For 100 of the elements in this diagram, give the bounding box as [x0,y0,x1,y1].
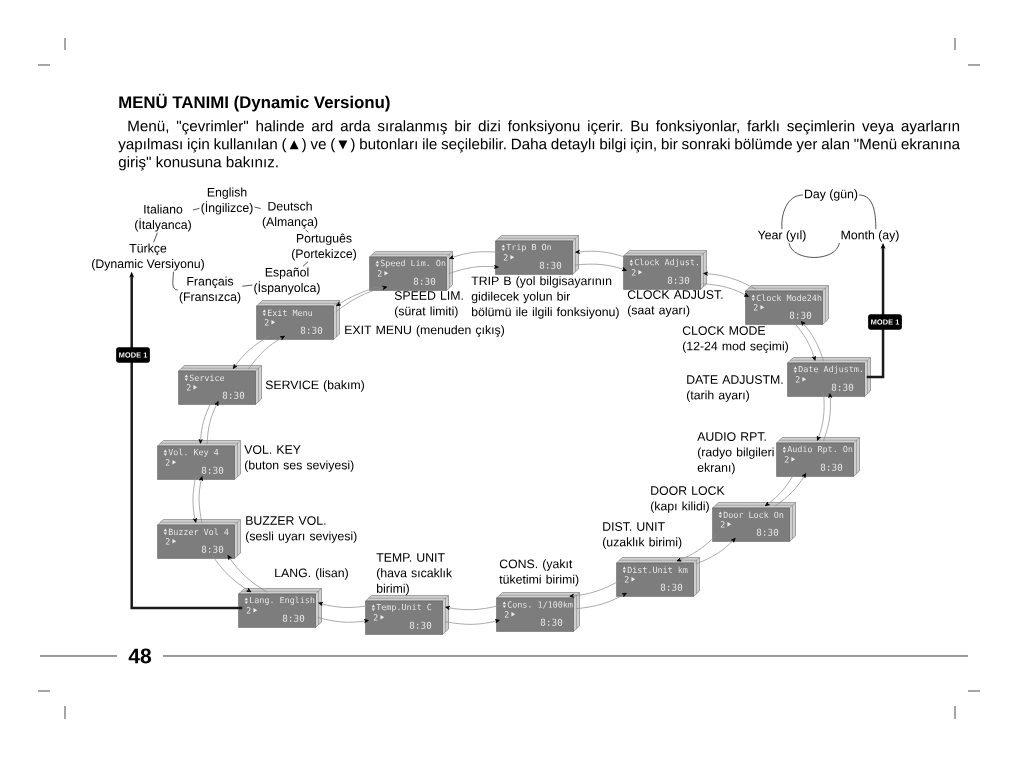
node-label: Audio Rpt. On [787,445,853,454]
language-label: Türkçe (Dynamic Versiyonu) [92,243,204,271]
node-label: 8:30 [222,391,245,399]
node-label: Cons. 1/100km [507,601,573,609]
lcd-display: Clock Adjust. 2 8:30 [623,250,707,290]
language-label: Español (İspanyolca) [254,267,320,295]
node-label: 2 [264,319,269,326]
node-label: Trip B On [506,243,551,252]
node-label: 2 [504,611,509,618]
arrow [574,263,627,272]
node-label: 8:30 [413,277,436,285]
connector-line [192,207,200,211]
language-label: Português (Portekizce) [291,233,357,261]
arrow [444,619,500,625]
lcd-display: Lang. English 2 8:30 [238,588,322,628]
heading: MENÜ TANIMI (Dynamic Versionu) [119,93,390,112]
function-label: SPEED LIM. (sürat limiti) [394,291,463,318]
arrow [335,285,388,313]
lcd-display: Audio Rpt. On 2 8:30 [776,437,860,477]
node-label: Clock Adjust. [634,258,698,267]
function-label: TRIP B (yol bilgisayarının gidilecek yolun bir bölümü ile ilgili fonksiyonu) [471,276,619,319]
node-label: Speed Lim. On [380,259,446,268]
function-label: DIST. UNIT (uzaklık birimi) [602,522,682,549]
arrow [569,579,621,598]
node-label: Temp.Unit C [376,603,432,612]
arrow [800,321,824,362]
lcd-display: Clock Mode24h 2 8:30 [745,285,829,325]
function-label: BUZZER VOL. (sesli uyarı seviyesi) [246,516,357,543]
node-label: 2 [795,376,800,383]
connector-line [858,194,877,230]
node-label: 8:30 [201,545,224,553]
connector-line [241,284,253,287]
arrow [206,401,219,445]
arrow [448,264,499,274]
connector-line [305,229,309,233]
node-label: Buzzer Vol 4 [168,528,229,536]
lcd-display: Buzzer Vol 4 2 8:30 [157,519,241,559]
function-label: DATE ADJUSTM. (tarih ayarı) [686,375,783,402]
node-label: Lang. English [250,596,315,605]
lcd-display: Service 2 8:30 [178,365,262,405]
language-label: Français (Fransızca) [179,276,241,304]
node-label: Vol. Key 4 [168,448,219,457]
function-label: SERVICE (bakım) [265,380,364,392]
node-label: 2 [165,459,170,466]
date-label: Year (yıl) [757,230,806,242]
arrow [792,320,816,361]
lcd-display: Door Lock On 2 8:30 [712,502,796,542]
lcd-display: Temp.Unit C 2 8:30 [365,595,449,635]
arrow [192,475,197,523]
arrow [198,476,204,524]
function-label: AUDIO RPT. (radyo bilgileri ekranı) [697,432,774,475]
arrow [695,538,736,565]
lcd-display: Exit Menu 2 8:30 [256,300,340,340]
function-label: CLOCK ADJUST. (saat ayarı) [627,290,723,317]
body-text: Menü, "çevrimler" halinde ard arda sıralanmış bir dizi fonksiyonu içerir. Bu fonksiyonlar, farklı seçimlerin veya ayarların yapılması için kullanılan (▲) ve (▼) butonları ile seçilebilir. Daha detaylı bilgi için, bir sonraki bölümde yer alan "Menü ekranına giriş" konusuna bakınız. [118,120,961,171]
function-label: CLOCK MODE (12-24 mod seçimi) [682,326,789,353]
arrow [227,555,268,593]
lcd-display: Dist.Unit km 2 8:30 [616,557,700,597]
function-label: VOL. KEY (buton ses seviyesi) [244,445,354,472]
node-label: 2 [720,521,725,528]
node-label: Clock Mode24h [756,294,822,302]
connector-line [788,242,840,258]
node-label: 8:30 [282,614,305,622]
node-label: 8:30 [756,528,779,536]
node-label: 2 [753,304,758,311]
connector-line [172,271,179,291]
date-label: Day (gün) [805,189,858,201]
node-label: Date Adjustm. [798,365,862,374]
connector-line [254,206,262,209]
node-label: 2 [624,576,629,583]
arrow [703,271,757,290]
node-label: 2 [503,254,508,261]
node-label: 8:30 [831,383,854,391]
arrow [336,286,380,307]
language-label: Italiano (İtalyanca) [135,204,191,232]
function-label: CONS. (yakıt tüketimi birimi) [499,559,579,587]
arrow [318,602,370,608]
arrow [211,554,252,593]
arrow [702,283,749,297]
function-label: LANG. (lisan) [275,568,348,580]
node-label: 8:30 [409,621,432,629]
arrow [247,335,285,370]
arrow [575,249,628,259]
node-label: 8:30 [540,618,563,626]
page-number: 48 [128,648,152,664]
arrow [198,400,213,444]
arrow [676,534,717,562]
connector-line [781,194,804,230]
arrow [823,393,833,442]
language-label: Deutsch (Almança) [262,201,318,229]
date-label: Month (ay) [841,230,899,242]
node-label: 2 [165,538,170,545]
node-label: 8:30 [660,583,683,591]
node-label: 2 [373,614,378,621]
lcd-display: Vol. Key 4 2 8:30 [157,440,241,480]
arrow [317,617,369,624]
language-label: English (İngilizce) [201,187,253,215]
arrow [765,472,796,507]
node-label: 2 [186,384,191,391]
arrow [449,251,500,260]
